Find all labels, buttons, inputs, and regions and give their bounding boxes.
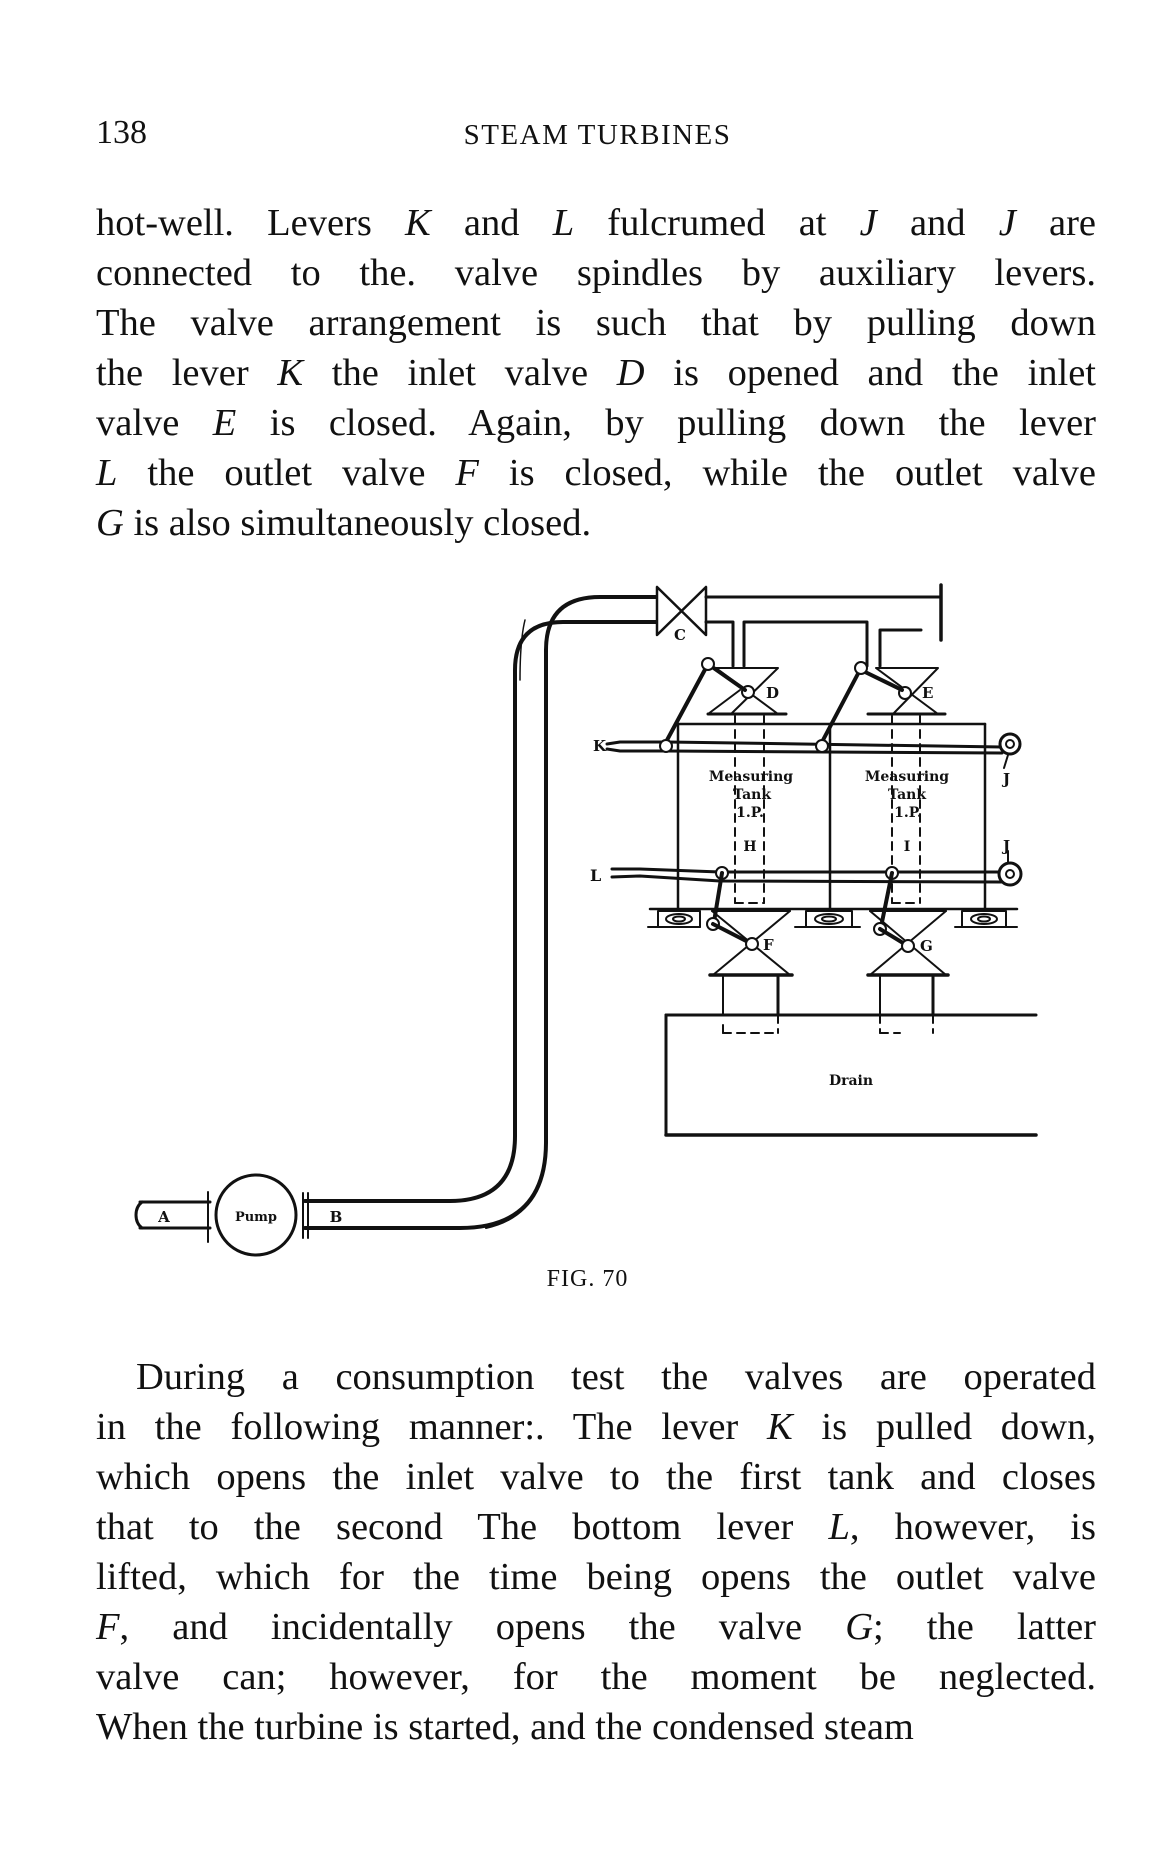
text-line: that to the second The bottom lever L, h… [96, 1502, 1096, 1552]
text-run: in the following manner:. The lever [96, 1406, 767, 1448]
lever-k [605, 732, 1022, 769]
pump-circle [214, 1173, 298, 1257]
italic-letter: E [212, 402, 237, 444]
text-run: hot-well. Levers [96, 202, 406, 244]
text-line: valve E is closed. Again, by pulling dow… [96, 398, 1096, 448]
label-i: I [904, 839, 911, 855]
running-head: STEAM TURBINES [0, 117, 1167, 153]
text-line: F, and incidentally opens the valve G; t… [96, 1602, 1096, 1652]
label-k: K [593, 737, 607, 755]
label-e: E [922, 684, 933, 702]
label-c: C [674, 626, 686, 644]
text-line: When the turbine is started, and the con… [96, 1702, 1096, 1752]
suction-pipe-a [134, 1191, 212, 1243]
text-line: the lever K the inlet valve D is opened … [96, 348, 1096, 398]
text-run: connected to the. valve spindles by auxi… [96, 252, 1096, 294]
label-g: G [920, 937, 933, 955]
label-pump: Pump [235, 1210, 277, 1225]
label-b: B [330, 1208, 343, 1226]
lever-k-links [664, 657, 868, 744]
text-line: hot-well. Levers K and L fulcrumed at J … [96, 198, 1096, 248]
running-title: STEAM TURBINES [463, 119, 732, 151]
text-line: L the outlet valve F is closed, while th… [96, 448, 1096, 498]
valve-c [655, 585, 708, 637]
text-line: The valve arrangement is such that by pu… [96, 298, 1096, 348]
label-tank1-line3: 1.P. [736, 805, 764, 821]
text-run: which opens the inlet valve to the first… [96, 1456, 1096, 1498]
text-line: connected to the. valve spindles by auxi… [96, 248, 1096, 298]
label-j-top: J [1001, 770, 1010, 788]
paragraph-1: hot-well. Levers K and L fulcrumed at J … [96, 198, 1096, 548]
text-run: When the turbine is started, and the con… [96, 1706, 914, 1748]
header-pipe [704, 583, 943, 668]
page-number: 138 [96, 114, 147, 151]
label-h: H [743, 839, 756, 855]
label-tank2-line1: Measuring [865, 769, 949, 785]
text-run: fulcrumed at [574, 202, 860, 244]
label-a: A [157, 1208, 170, 1226]
italic-letter: K [405, 202, 431, 244]
italic-letter: J [998, 202, 1016, 244]
label-tank1-line2: Tank [733, 787, 771, 803]
figure-caption-text: FIG. 70 [546, 1266, 629, 1292]
internal-dashed-pipes [722, 715, 934, 1034]
text-run: is closed, while the outlet valve [478, 452, 1097, 494]
text-run: , however, is [849, 1506, 1096, 1548]
text-run: the inlet valve [303, 352, 617, 394]
text-line: valve can; however, for the moment be ne… [96, 1652, 1096, 1702]
text-run: is pulled down, [792, 1406, 1096, 1448]
italic-letter: K [277, 352, 304, 394]
label-drain: Drain [829, 1073, 873, 1089]
text-run: is also simultaneously closed. [123, 502, 592, 544]
text-run: valve can; however, for the moment be ne… [96, 1656, 1096, 1698]
italic-letter: G [96, 502, 124, 544]
discharge-pipe [302, 595, 658, 1239]
label-d: D [766, 684, 779, 702]
italic-letter: L [828, 1506, 850, 1548]
italic-letter: L [96, 452, 118, 494]
text-line: lifted, which for the time being opens t… [96, 1552, 1096, 1602]
italic-letter: F [96, 1606, 120, 1648]
text-run: is closed. Again, by pulling down the le… [236, 402, 1097, 444]
text-run: that to the second The bottom lever [96, 1506, 829, 1548]
timber-supports [647, 910, 1018, 928]
label-j-bottom: J [1001, 837, 1010, 855]
label-tank1-line1: Measuring [709, 769, 793, 785]
italic-letter: L [552, 202, 575, 244]
lever-l [610, 850, 1023, 887]
text-line: which opens the inlet valve to the first… [96, 1452, 1096, 1502]
valve-d [706, 662, 788, 716]
text-run: and [876, 202, 999, 244]
italic-letter: F [455, 452, 479, 494]
label-tank2-line2: Tank [888, 787, 926, 803]
valve-f [706, 871, 794, 1017]
text-run: , and incidentally opens the valve [119, 1606, 846, 1648]
italic-letter: K [767, 1406, 793, 1448]
paragraph-2: During a consumption test the valves are… [96, 1352, 1096, 1752]
text-line: G is also simultaneously closed. [96, 498, 1096, 548]
italic-letter: D [616, 352, 645, 394]
text-run: lifted, which for the time being opens t… [96, 1556, 1096, 1598]
italic-letter: G [845, 1606, 874, 1648]
figure-caption: FIG. 70 [0, 1266, 1167, 1293]
text-run: During a consumption test the valves are… [136, 1356, 1096, 1398]
text-run: valve [96, 402, 213, 444]
valve-g [866, 871, 950, 1017]
drain-tank [664, 1013, 1038, 1137]
text-run: is opened and the inlet [644, 352, 1096, 394]
label-f: F [763, 936, 774, 954]
label-l: L [590, 866, 601, 885]
italic-letter: J [859, 202, 877, 244]
text-line: During a consumption test the valves are… [96, 1352, 1096, 1402]
text-line: in the following manner:. The lever K is… [96, 1402, 1096, 1452]
valve-e [859, 667, 947, 716]
text-run: The valve arrangement is such that by pu… [96, 302, 1096, 344]
label-tank2-line3: 1.P. [894, 805, 922, 821]
text-run: are [1015, 202, 1097, 244]
text-run: and [430, 202, 553, 244]
text-run: ; the latter [873, 1606, 1096, 1648]
measuring-tanks [648, 722, 1019, 911]
text-run: the lever [96, 352, 278, 394]
text-run: the outlet valve [117, 452, 456, 494]
